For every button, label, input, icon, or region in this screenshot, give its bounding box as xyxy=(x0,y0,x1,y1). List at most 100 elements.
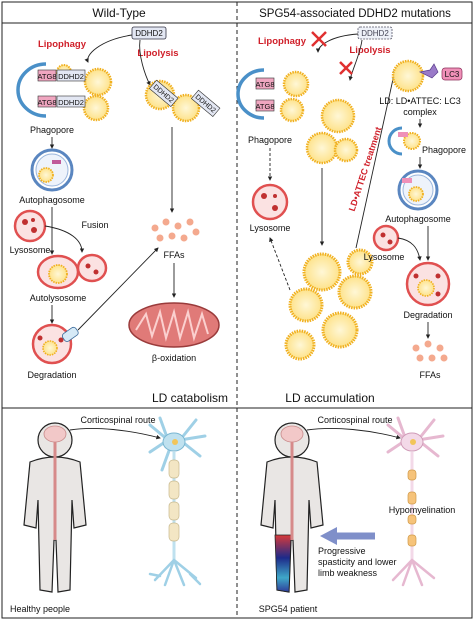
phagopore-membrane xyxy=(236,68,265,120)
lysosome-left-label: Lysosome xyxy=(250,223,291,233)
ddhd2-protein xyxy=(56,69,86,82)
route-arrow xyxy=(69,428,161,440)
atg8-label: ATG8 xyxy=(255,102,274,111)
arrow-to-lipophagy xyxy=(84,34,133,63)
autolysosome xyxy=(76,253,108,283)
autophagosome-label: Autophagosome xyxy=(385,214,451,224)
ffa-cluster xyxy=(151,218,200,242)
treatment-label: LD•ATTEC treatment xyxy=(347,126,384,213)
ddhd2-protein xyxy=(131,26,167,40)
route-arrow xyxy=(306,428,401,440)
lysosome-enzyme xyxy=(273,194,277,198)
lipid-droplet xyxy=(42,340,58,356)
accumulated-droplets xyxy=(284,248,374,361)
symptoms-line1: Progressive xyxy=(318,546,366,556)
lysosome-enzyme xyxy=(58,337,64,343)
patient-panel: Corticospinal route Hypomyelination Prog… xyxy=(259,415,456,614)
mutant-title: SPG54-associated DDHD2 mutations xyxy=(259,8,451,20)
atg8-protein xyxy=(37,95,57,108)
lipid-droplet xyxy=(48,264,68,284)
block-x-icon xyxy=(311,31,327,47)
atg8-label: ATG8 xyxy=(37,72,56,81)
phagopore-membrane xyxy=(16,62,47,118)
lipolysis-label: Lipolysis xyxy=(137,48,178,59)
lipid-droplet xyxy=(320,98,356,134)
affected-leg xyxy=(274,534,292,593)
degradation-label: Degradation xyxy=(403,310,452,320)
ddhd2-label: DDHD2 xyxy=(361,29,389,38)
lysosome-enzyme xyxy=(22,219,28,225)
lysosome xyxy=(372,224,400,252)
lysosome-right-label: Lysosome xyxy=(364,252,405,262)
ffas-label: FFAs xyxy=(163,250,185,260)
phagopore-membrane xyxy=(387,126,403,156)
lysosome-enzyme xyxy=(85,263,91,269)
brain xyxy=(280,425,304,443)
phagopore-right-label: Phagopore xyxy=(422,145,466,155)
wild-type-panel: DDHD2 Lipophagy Lipolysis ATG8 DDHD2 ATG… xyxy=(10,26,228,405)
complex-label-line2: complex xyxy=(403,107,437,117)
lysosome-enzyme xyxy=(380,232,386,238)
ddhd2-protein-mutant xyxy=(357,26,393,40)
transporter xyxy=(61,326,79,342)
lipid-droplet xyxy=(333,137,359,163)
lipid-droplet xyxy=(305,131,339,165)
atg8-protein xyxy=(255,77,275,90)
lipid-droplet xyxy=(83,67,113,97)
lc3-label: LC3 xyxy=(445,70,460,79)
lc3-protein xyxy=(441,67,463,81)
complex-label-line1: LD: LD•ATTEC: LC3 xyxy=(379,96,461,106)
healthy-panel: Corticospinal route Healthy people xyxy=(10,415,207,614)
phagopore-label: Phagopore xyxy=(30,125,74,135)
attec-molecule xyxy=(418,63,439,79)
lc3-protein xyxy=(398,132,408,137)
lysosome-enzyme xyxy=(261,193,267,199)
ddhd2-protein xyxy=(148,79,179,108)
lysosome-enzyme xyxy=(413,273,419,279)
lipid-droplet xyxy=(279,97,305,123)
symptom-arrow xyxy=(320,527,375,545)
ld-accumulation-label: LD accumulation xyxy=(285,391,374,405)
lipid-droplet xyxy=(282,70,310,98)
symptoms-line2: spasticity and lower xyxy=(318,557,397,567)
ddhd2-label: DDHD2 xyxy=(135,29,163,38)
ffas-label: FFAs xyxy=(419,370,441,380)
lipophagy-label: Lipophagy xyxy=(38,39,87,50)
phagopore-left-label: Phagopore xyxy=(248,135,292,145)
arrow-fusion xyxy=(397,237,422,261)
atg8-protein xyxy=(37,69,57,82)
beta-oxidation-label: β-oxidation xyxy=(152,353,196,363)
arrow-to-lipophagy xyxy=(315,33,359,53)
lysosome-enzyme xyxy=(435,273,441,279)
ddhd2-protein xyxy=(56,95,86,108)
lipid-droplet xyxy=(391,59,425,93)
brain xyxy=(43,425,67,443)
lc3-protein xyxy=(402,178,412,183)
lipid-droplet xyxy=(408,186,424,202)
arrow-fusion xyxy=(44,225,85,253)
route-label: Corticospinal route xyxy=(317,415,392,425)
lysosome-enzyme xyxy=(31,227,37,233)
fusion-label: Fusion xyxy=(81,220,108,230)
lipid-droplet xyxy=(82,94,110,122)
atg8-protein xyxy=(255,99,275,112)
ffa-cluster xyxy=(412,340,448,362)
block-x-icon xyxy=(339,61,353,75)
arrow-to-lipolysis xyxy=(348,39,363,81)
protein-cargo xyxy=(52,160,61,164)
degradation-label: Degradation xyxy=(27,370,76,380)
ddhd2-protein xyxy=(190,89,221,118)
symptoms-line3: limb weakness xyxy=(318,568,378,578)
lipid-droplet xyxy=(38,167,54,183)
dashed-arrow-accumulation-to-lysosome xyxy=(269,237,291,291)
autolysosome-label: Autolysosome xyxy=(30,293,87,303)
healthy-caption: Healthy people xyxy=(10,604,70,614)
atg8-label: ATG8 xyxy=(255,80,274,89)
atg8-label: ATG8 xyxy=(37,98,56,107)
lysosome-enzyme xyxy=(387,239,393,245)
wild-type-title: Wild-Type xyxy=(92,6,146,20)
healthy-neuron xyxy=(148,416,207,587)
lysosome-enzyme xyxy=(272,205,278,211)
